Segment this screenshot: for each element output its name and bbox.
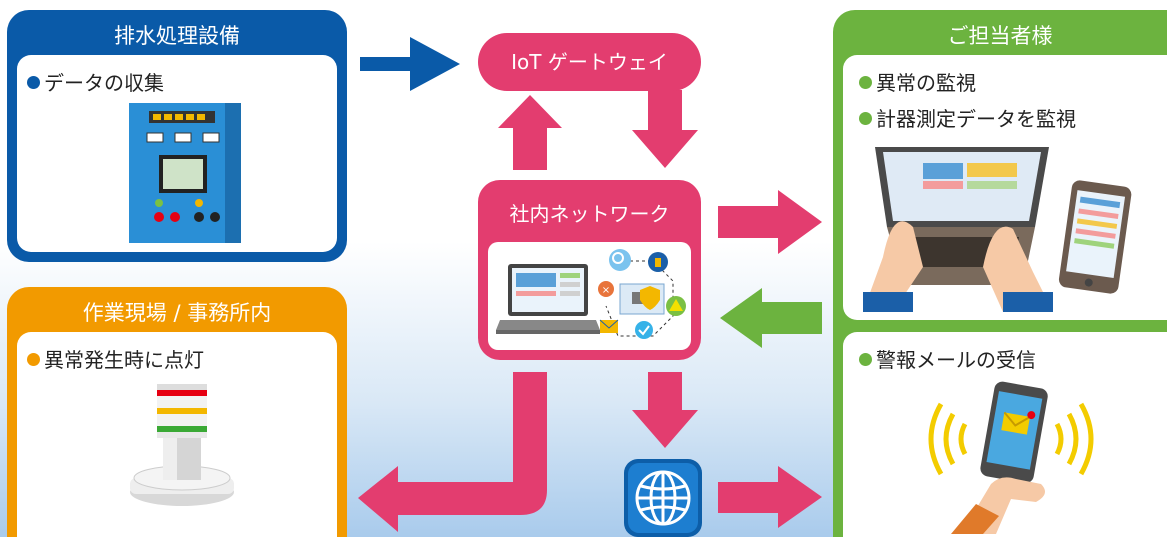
security-network-icon: × <box>598 249 686 339</box>
internal-network-panel: 社内ネットワーク × <box>478 180 701 360</box>
smartphone-mail-icon <box>928 381 1094 534</box>
svg-text:×: × <box>602 285 610 296</box>
signal-tower-icon <box>130 384 234 506</box>
tablet-icon <box>1058 180 1132 294</box>
drainage-bullet-text: データの収集 <box>44 71 164 95</box>
site-bullet-text: 異常発生時に点灯 <box>44 348 204 372</box>
network-panel-title: 社内ネットワーク <box>509 202 670 226</box>
mail-bullet-text: 警報メールの受信 <box>876 348 1036 372</box>
control-panel-icon <box>129 103 241 243</box>
drainage-bullet: データの収集 <box>27 67 164 96</box>
mail-bullet: 警報メールの受信 <box>859 344 1036 373</box>
drainage-equipment-panel: 排水処理設備 データの収集 <box>7 10 347 262</box>
monitor-bullet-2: 計器測定データを監視 <box>859 103 1076 132</box>
person-in-charge-panel: ご担当者様 異常の監視 計器測定データを監視 <box>833 10 1167 537</box>
site-panel-body: 異常発生時に点灯 <box>17 332 337 537</box>
drainage-panel-title: 排水処理設備 <box>114 24 240 48</box>
monitor-bullet-1-text: 異常の監視 <box>876 71 976 95</box>
site-panel-title: 作業現場 / 事務所内 <box>82 301 272 325</box>
laptop-icon <box>496 264 600 334</box>
network-panel-body: × <box>488 242 691 350</box>
site-bullet: 異常発生時に点灯 <box>27 344 204 373</box>
drainage-panel-body: データの収集 <box>17 55 337 252</box>
monitor-bullet-2-text: 計器測定データを監視 <box>876 107 1076 131</box>
alert-mail-panel-body: 警報メールの受信 <box>843 332 1167 537</box>
person-panel-title: ご担当者様 <box>947 24 1053 48</box>
monitoring-panel-body: 異常の監視 計器測定データを監視 <box>843 55 1167 320</box>
iot-gateway-label: IoT ゲートウェイ <box>511 50 668 74</box>
monitor-bullet-1: 異常の監視 <box>859 67 976 96</box>
iot-gateway-pill: IoT ゲートウェイ <box>478 33 701 91</box>
work-site-panel: 作業現場 / 事務所内 異常発生時に点灯 <box>7 287 347 537</box>
laptop-hands-icon <box>863 147 1053 312</box>
globe-icon <box>624 459 702 537</box>
